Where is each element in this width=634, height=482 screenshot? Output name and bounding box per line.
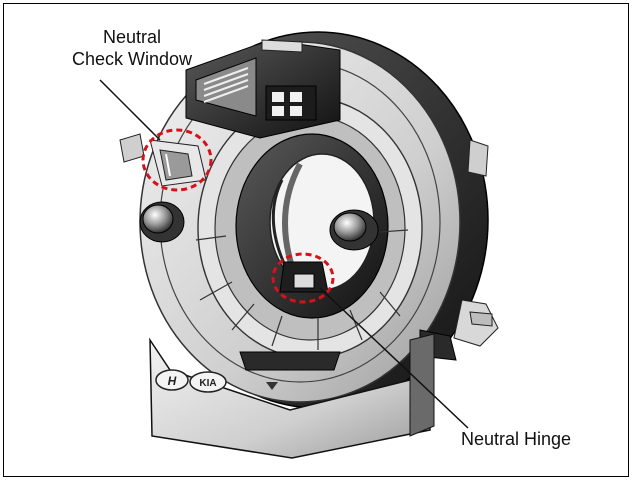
neutral-check-window bbox=[149, 139, 207, 187]
neutral-hinge-part bbox=[279, 261, 329, 293]
neutral-hinge-label: Neutral Hinge bbox=[460, 429, 572, 449]
window-leader-line bbox=[99, 79, 161, 141]
top-connector bbox=[185, 39, 341, 139]
neutral-check-window-label-line1: Neutral bbox=[102, 27, 162, 47]
neutral-check-window-label: Neutral Check Window bbox=[52, 26, 212, 70]
window-highlight-circle bbox=[141, 128, 213, 192]
hyundai-logo-text: H bbox=[168, 374, 177, 388]
hinge-leader-line bbox=[319, 287, 469, 429]
inner-ring bbox=[197, 97, 423, 359]
left-knob bbox=[139, 201, 185, 243]
kia-logo: KIA bbox=[189, 371, 227, 393]
kia-logo-text: KIA bbox=[199, 378, 216, 389]
hyundai-logo: H bbox=[155, 369, 189, 391]
neutral-check-window-label-line2: Check Window bbox=[71, 49, 193, 69]
ring-spokes bbox=[195, 229, 409, 350]
right-knob bbox=[329, 209, 379, 251]
hinge-highlight-circle bbox=[271, 252, 335, 304]
